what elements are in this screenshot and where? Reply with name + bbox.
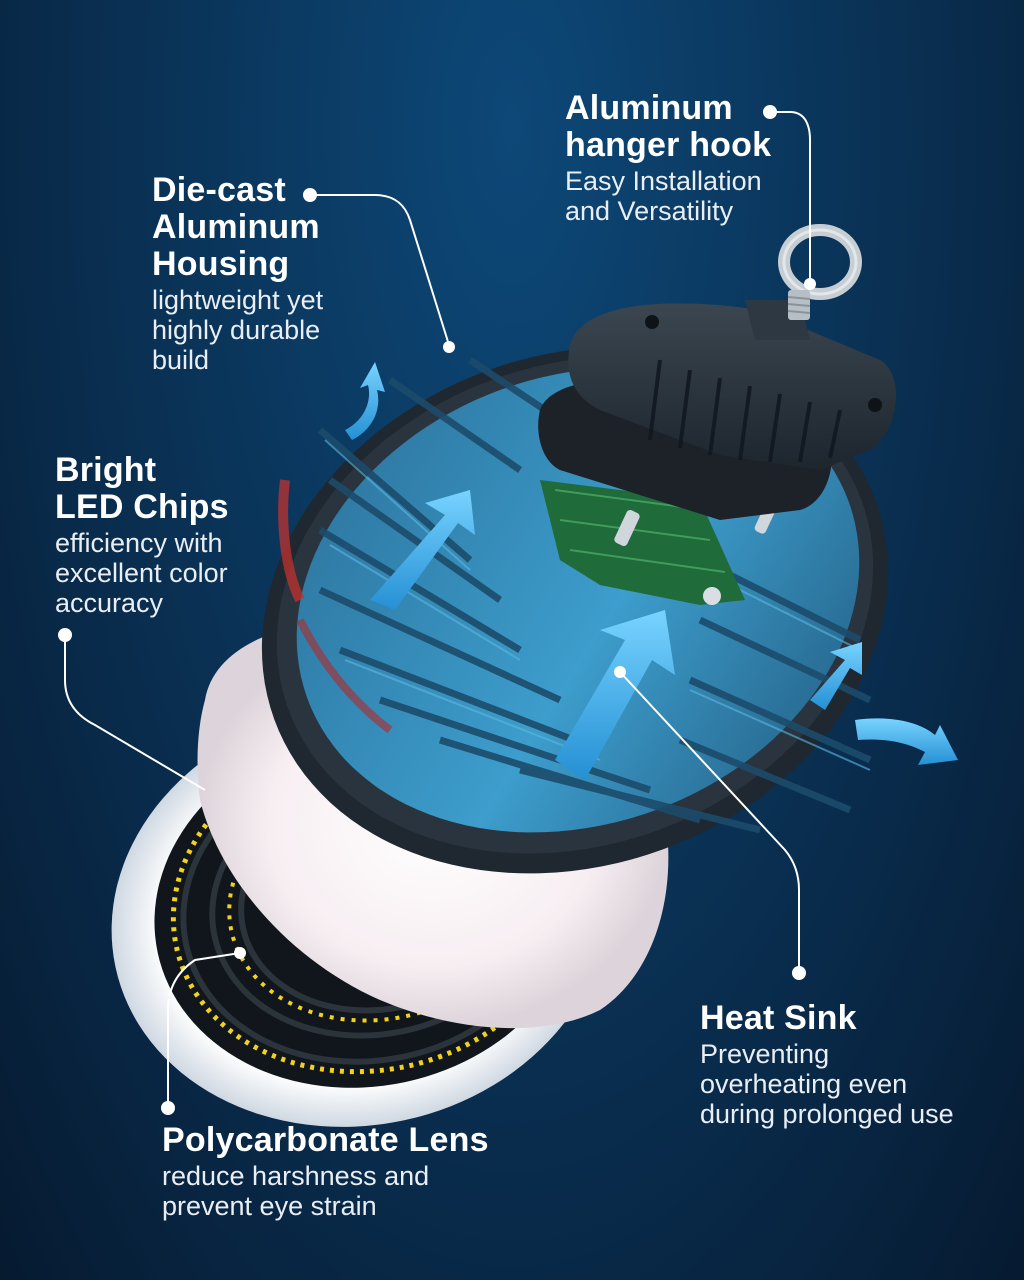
callout-housing: Die-cast Aluminum Housing lightweight ye… — [152, 171, 324, 376]
callout-housing-title: Die-cast Aluminum Housing — [152, 171, 320, 283]
leader-dots — [58, 105, 816, 1115]
callout-lens-title: Polycarbonate Lens — [162, 1121, 489, 1159]
callout-led-chips-desc: efficiency with excellent color accuracy — [55, 528, 228, 618]
callout-hanger-hook-desc: Easy Installation and Versatility — [565, 166, 762, 226]
airflow-arrow-icon — [345, 362, 958, 780]
callout-heat-sink-desc: Preventing overheating even during prolo… — [700, 1039, 954, 1129]
callout-heat-sink: Heat Sink Preventing overheating even du… — [700, 999, 954, 1130]
callout-led-chips: Bright LED Chips efficiency with excelle… — [55, 451, 229, 619]
callout-heat-sink-title: Heat Sink — [700, 999, 857, 1037]
callout-led-chips-title: Bright LED Chips — [55, 451, 229, 526]
callout-hanger-hook: Aluminum hanger hook Easy Installation a… — [565, 89, 772, 227]
callout-housing-desc: lightweight yet highly durable build — [152, 285, 324, 375]
eye-bolt-hook-icon — [778, 224, 862, 320]
callout-lens: Polycarbonate Lens reduce harshness and … — [162, 1121, 489, 1222]
leader-lines — [64, 111, 811, 1108]
callout-hanger-hook-title: Aluminum hanger hook — [565, 89, 772, 164]
callout-lens-desc: reduce harshness and prevent eye strain — [162, 1161, 430, 1221]
